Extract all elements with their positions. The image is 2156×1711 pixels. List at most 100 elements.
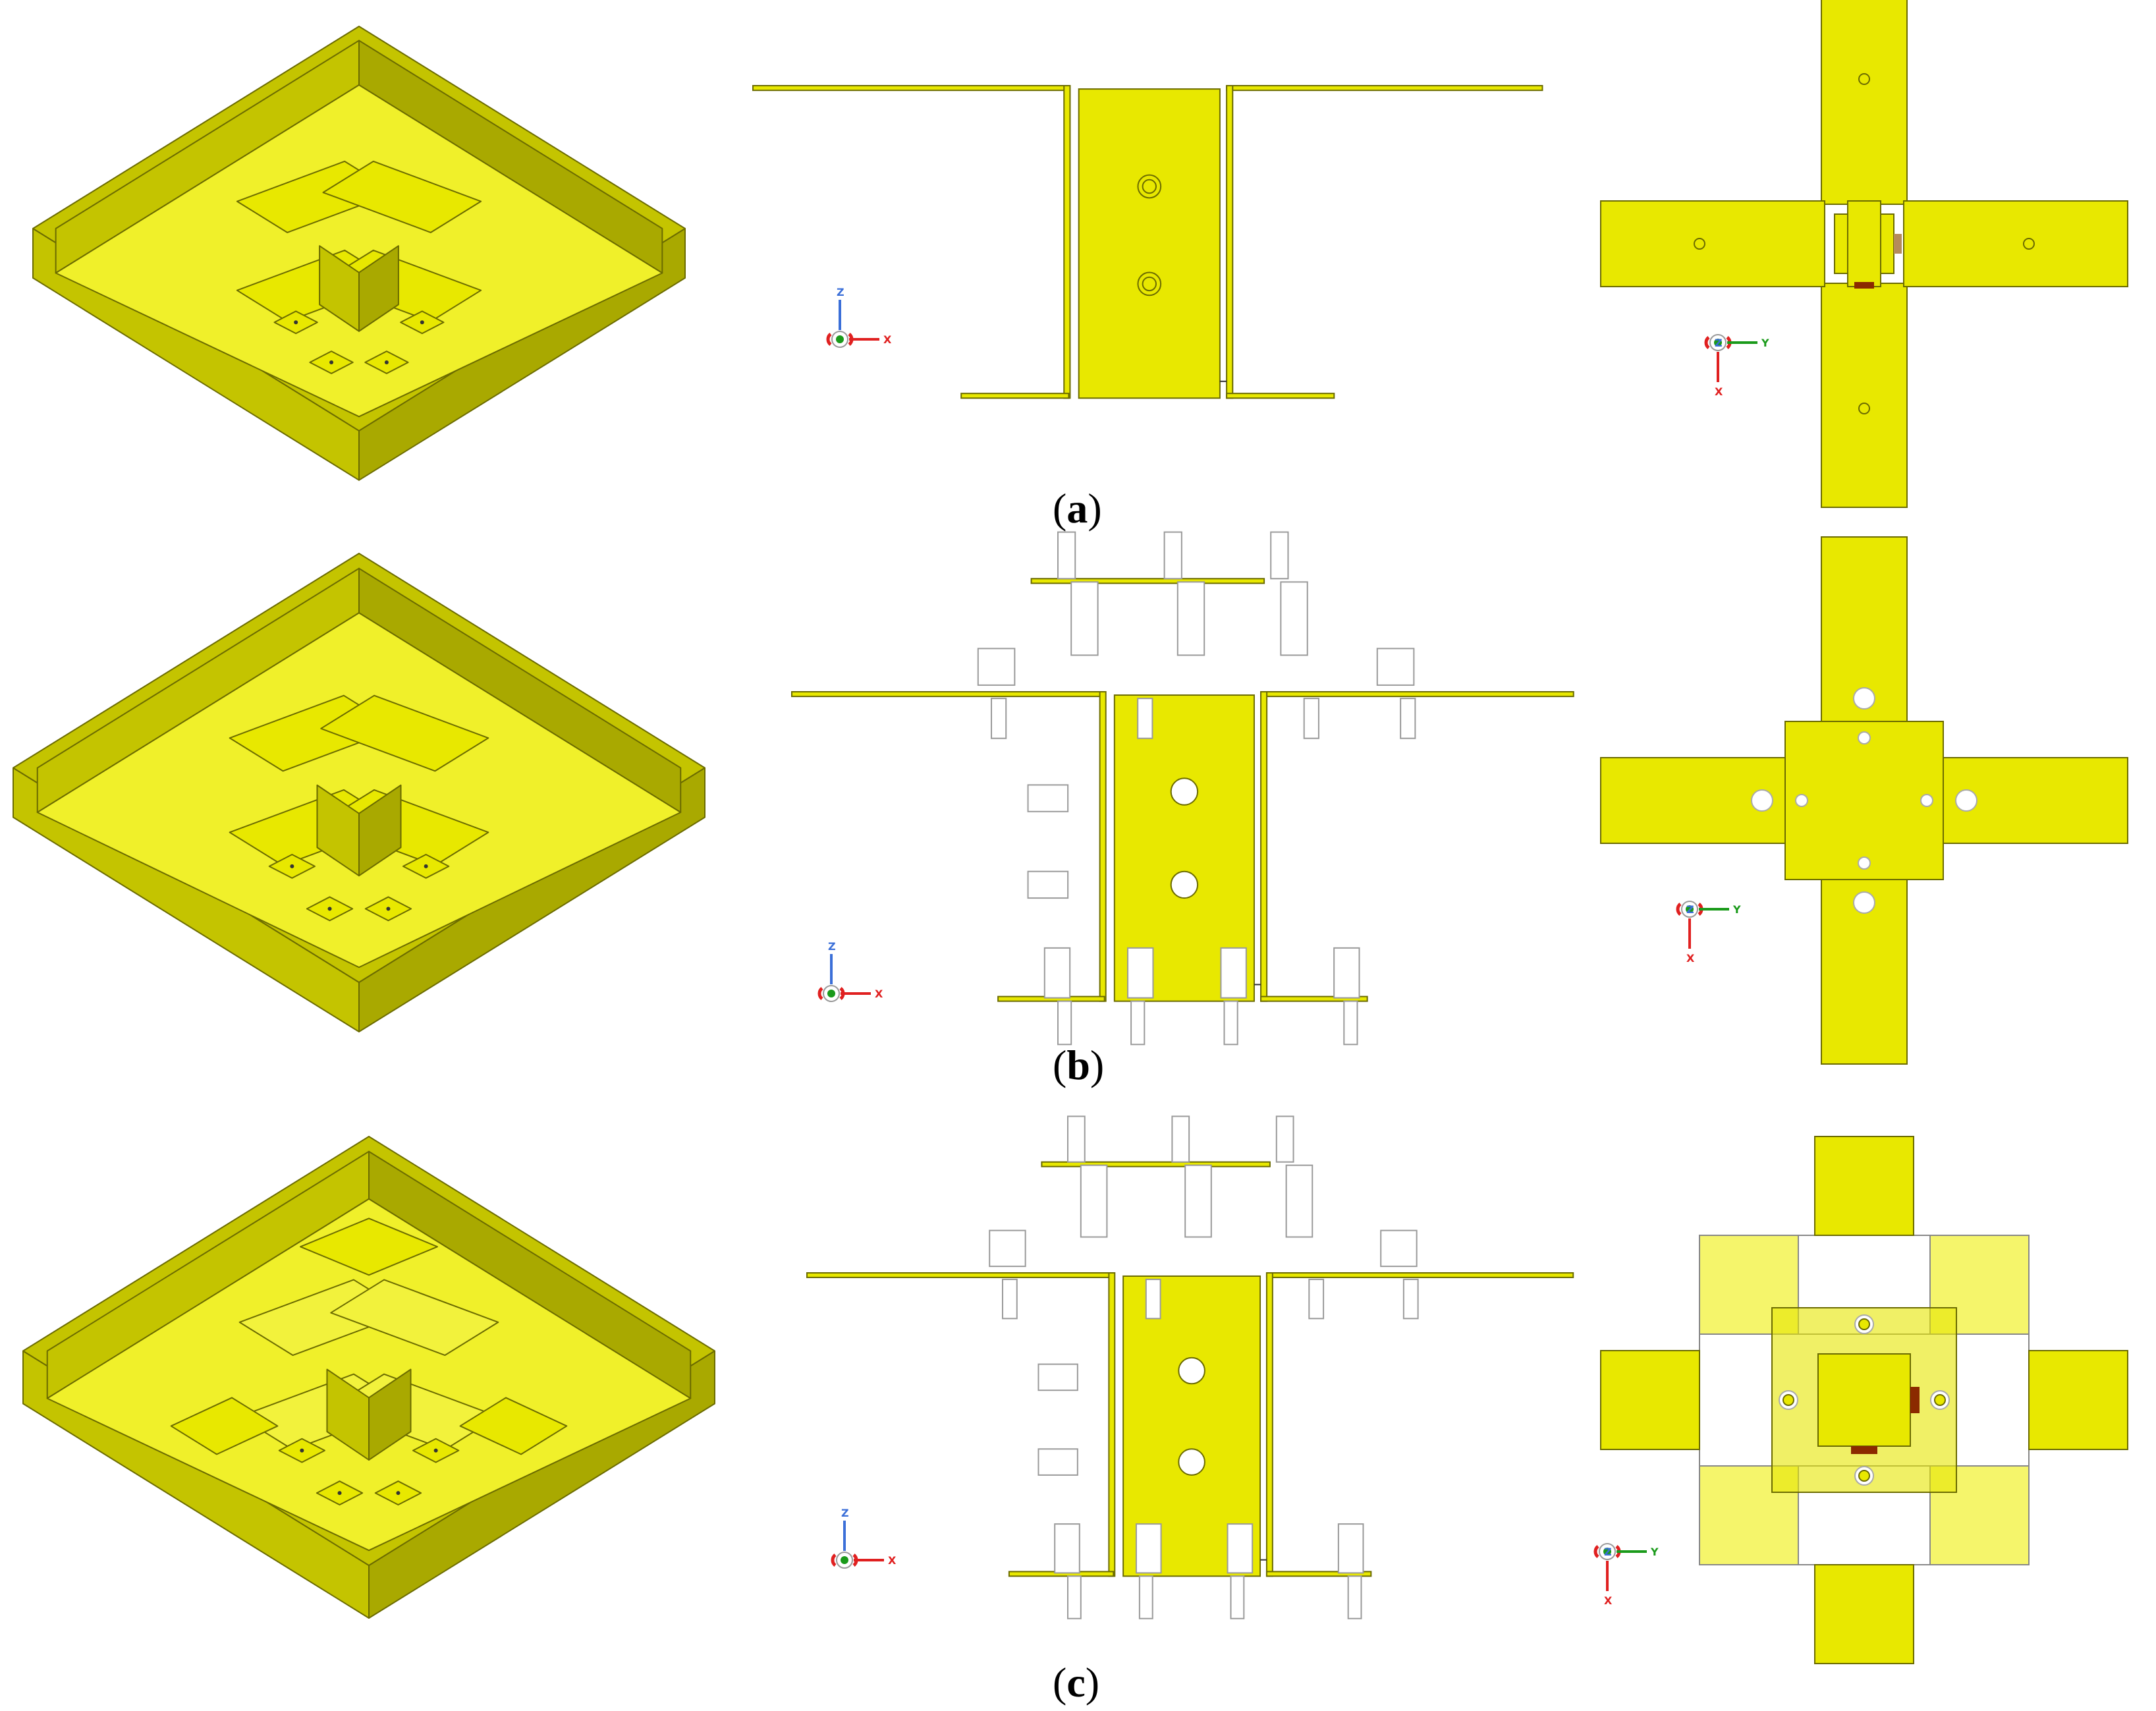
axis-z-label: Z [837, 286, 844, 298]
side-pin [1002, 1278, 1018, 1320]
parasitic-patch [170, 1397, 279, 1455]
side-plate-left [1108, 1272, 1116, 1577]
side-pin [1027, 870, 1069, 899]
side-foot-left [960, 393, 1070, 399]
side-pin [1057, 1000, 1072, 1046]
axis-arc [831, 1554, 837, 1567]
side-pin [1043, 947, 1071, 999]
side-pin [1303, 698, 1319, 739]
side-ring-inner [1142, 276, 1157, 292]
side-arm-right [1265, 1272, 1574, 1278]
side-pin [1337, 1523, 1364, 1574]
pad-via [420, 320, 424, 325]
side-pin [1308, 1278, 1325, 1320]
parasitic-patch [459, 1397, 568, 1455]
caption-b: (b) [1053, 1042, 1105, 1088]
balun-right [358, 784, 402, 877]
pad-via [329, 360, 334, 365]
feed-port [1854, 282, 1874, 289]
axis-z-label: Z [1604, 1546, 1612, 1558]
side-pin [1037, 1363, 1078, 1391]
side-plate-right [1265, 1272, 1273, 1577]
pad-via [300, 1448, 304, 1453]
pad-via [433, 1448, 438, 1453]
side-pin [1333, 947, 1360, 999]
side-pin [1347, 1575, 1362, 1619]
side-hole [1178, 1448, 1205, 1476]
side-pin [1027, 784, 1069, 812]
axis-x-label: X [875, 988, 883, 1000]
balun-right [368, 1368, 412, 1461]
axis-arc [1676, 903, 1682, 916]
pad-via [294, 320, 298, 325]
side-pin [1171, 1115, 1190, 1163]
axis-y-label: Y [1732, 903, 1741, 916]
axis-origin-dot [1603, 1548, 1611, 1556]
side-top-bar [1030, 578, 1265, 584]
side-pin [1220, 947, 1247, 999]
top-arm-east [2028, 1350, 2128, 1450]
top-arm-west [1600, 200, 1825, 287]
dipole-arm [322, 160, 482, 233]
top-hole [1858, 856, 1871, 870]
pad-via [290, 864, 294, 868]
side-pin [1270, 531, 1289, 580]
side-arm-left [752, 85, 1070, 92]
pad-via [396, 1491, 401, 1496]
side-pin [1127, 947, 1154, 999]
top-hole [1795, 794, 1808, 807]
top-arm-south [1821, 283, 1908, 508]
side-arm-left [806, 1272, 1115, 1278]
side-pin [1280, 581, 1308, 656]
side-plate-right [1226, 85, 1234, 399]
side-pin [1343, 1000, 1358, 1046]
side-foot-right [1260, 996, 1368, 1002]
side-pin [1080, 1164, 1108, 1238]
box-floor [55, 84, 663, 418]
side-pin [1037, 1448, 1078, 1476]
top-center-patch [1784, 721, 1944, 880]
side-pin [1138, 1575, 1153, 1619]
side-plate-left [1063, 85, 1071, 399]
side-center-board [1078, 88, 1221, 399]
feed-port [1910, 1387, 1920, 1413]
axis-x-label: X [883, 333, 892, 346]
top-hole [1920, 794, 1933, 807]
side-hole [1178, 1357, 1205, 1385]
axis-origin-dot [1686, 905, 1694, 913]
side-plate-right [1260, 691, 1268, 1002]
side-pin [1400, 698, 1416, 739]
side-arm-left [791, 691, 1105, 698]
axis-x-label: X [1715, 385, 1723, 398]
top-pin-hole [1955, 789, 1977, 812]
axis-y-label: Y [1761, 337, 1769, 349]
side-pin [1135, 1523, 1162, 1574]
side-foot-right [1265, 1571, 1372, 1577]
side-arm-right [1226, 85, 1543, 92]
top-arm-north [1821, 0, 1908, 205]
axis-x-label: X [1686, 952, 1695, 965]
axis-origin-dot [1714, 339, 1722, 347]
axis-origin-dot [836, 335, 844, 343]
side-pin [1227, 1523, 1254, 1574]
top-pin-hole [1853, 891, 1875, 914]
side-pin [1223, 1000, 1238, 1046]
axis-z-label: Z [1686, 903, 1694, 916]
side-pin [1402, 1278, 1419, 1320]
axis-x-label: X [1604, 1594, 1613, 1607]
side-pin [1130, 1000, 1146, 1046]
side-pin [1067, 1575, 1082, 1619]
top-arm-east [1903, 200, 2128, 287]
axis-origin-dot [827, 990, 835, 997]
axis-y-label: Y [1650, 1546, 1659, 1558]
side-pin [1176, 581, 1205, 656]
caption-a: (a) [1053, 485, 1102, 532]
top-feed-bar [1847, 200, 1881, 287]
side-arm-right [1260, 691, 1574, 698]
side-pin [1184, 1164, 1212, 1238]
pad-via [327, 907, 332, 911]
top-arm-south [1814, 1564, 1914, 1664]
